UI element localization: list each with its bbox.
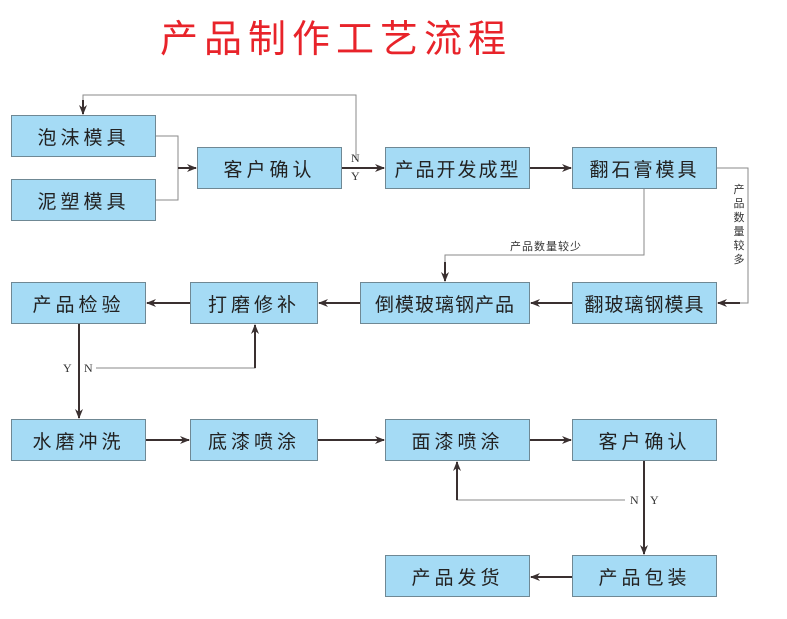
label-large-quantity: 产品数量较多 — [733, 183, 745, 266]
label-confirm1-no: N — [351, 151, 360, 165]
node-packaging: 产品包装 — [572, 555, 717, 597]
node-customer-confirm-1: 客户确认 — [197, 147, 342, 189]
connector-foam-merge — [156, 135, 179, 201]
node-frp-mold: 翻玻璃钢模具 — [572, 282, 717, 324]
label-confirm2-no: N — [630, 493, 639, 507]
node-plaster-mold: 翻石膏模具 — [572, 147, 717, 189]
label-inspection-no: N — [84, 361, 93, 375]
node-clay-mold: 泥塑模具 — [11, 179, 156, 221]
label-confirm1-yes: Y — [351, 169, 360, 183]
connector-inspection-no — [96, 340, 256, 369]
node-polish-repair: 打磨修补 — [190, 282, 318, 324]
node-product-inspection: 产品检验 — [11, 282, 146, 324]
node-primer-spray: 底漆喷涂 — [190, 419, 318, 461]
node-foam-mold: 泡沫模具 — [11, 115, 156, 157]
label-small-quantity: 产品数量较少 — [510, 240, 582, 253]
node-frp-casting: 倒模玻璃钢产品 — [360, 282, 530, 324]
label-confirm2-yes: Y — [650, 493, 659, 507]
node-shipping: 产品发货 — [385, 555, 530, 597]
node-product-development: 产品开发成型 — [385, 147, 530, 189]
connector-confirm2-no — [456, 475, 625, 501]
connector-large-quantity — [717, 167, 749, 304]
connector-small-quantity — [444, 189, 645, 268]
label-inspection-yes: Y — [63, 361, 72, 375]
node-customer-confirm-2: 客户确认 — [572, 419, 717, 461]
page-title: 产品制作工艺流程 — [160, 17, 513, 61]
node-topcoat-spray: 面漆喷涂 — [385, 419, 530, 461]
node-wet-sanding: 水磨冲洗 — [11, 419, 146, 461]
